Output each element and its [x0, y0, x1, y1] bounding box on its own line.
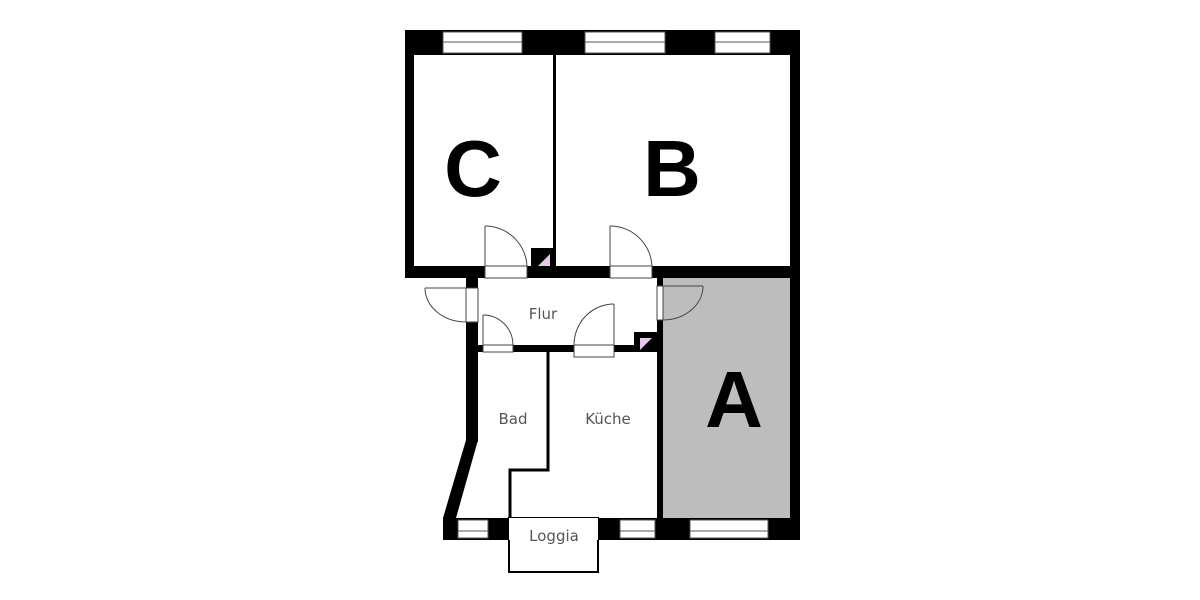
wall-flur-left-b: [466, 322, 478, 442]
door-a[interactable]: [656, 285, 704, 321]
wall-mid-3: [652, 266, 800, 278]
wall-diagonal: [443, 440, 478, 518]
shaft-1-mark: [538, 254, 550, 266]
wall-left-c: [405, 30, 414, 278]
room-flur-label: Flur: [529, 305, 558, 323]
shaft-2-mark: [640, 338, 652, 350]
wall-flur-bottom-2: [513, 345, 574, 352]
room-c-label: C: [444, 124, 502, 213]
wall-mid: [405, 266, 485, 278]
room-b-label: B: [643, 124, 701, 213]
loggia-opening: [509, 518, 598, 540]
room-bad-label: Bad: [498, 410, 527, 428]
wall-bad-kueche: [508, 352, 550, 518]
room-a-label: A: [705, 355, 763, 444]
door-c[interactable]: [484, 225, 528, 279]
room-loggia-label: Loggia: [529, 527, 579, 545]
door-bad[interactable]: [482, 314, 514, 353]
windows-top: [442, 31, 771, 54]
wall-a-left: [657, 320, 663, 540]
wall-c-b: [553, 55, 556, 268]
door-b[interactable]: [609, 225, 653, 279]
wall-flur-left-a: [466, 278, 478, 288]
wall-flur-bottom-1: [478, 345, 483, 352]
windows-bottom: [457, 519, 769, 539]
room-a-fill: [663, 278, 790, 518]
wall-right: [790, 30, 800, 540]
shaft-1: [531, 248, 555, 270]
wall-a-left-top: [657, 278, 663, 286]
room-kueche-label: Küche: [585, 410, 631, 428]
door-kueche[interactable]: [573, 303, 615, 358]
door-entrance[interactable]: [424, 287, 479, 323]
